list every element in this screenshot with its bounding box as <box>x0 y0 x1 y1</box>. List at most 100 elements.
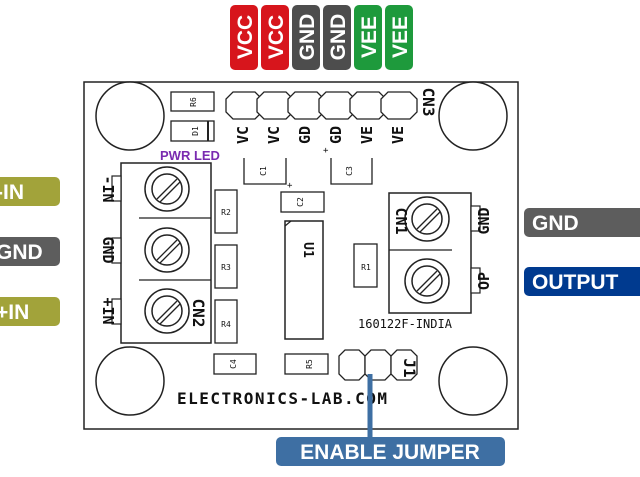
r4-label: R4 <box>221 320 231 329</box>
cn2-screw-3-icon <box>144 288 190 334</box>
cn2-tab-2 <box>111 237 122 264</box>
top-label-vcc-2-text: VCC <box>265 15 288 59</box>
cn1-tab-1 <box>470 205 481 232</box>
cn1-screw-2-icon <box>404 258 450 304</box>
j1-pin-3 <box>390 349 418 381</box>
c2-outline <box>280 191 325 213</box>
c1-plus-mark: + <box>287 181 293 191</box>
r5-outline <box>284 353 329 375</box>
top-label-gnd-1-bg <box>292 5 320 70</box>
u1-label: U1 <box>300 242 315 258</box>
cn2-screw-1-icon <box>144 166 190 212</box>
cn3-pin-6-label: VE <box>389 126 407 144</box>
left-label-minus-in: -IN <box>0 177 60 206</box>
cn1-pin-gnd-label: GND <box>475 207 493 234</box>
cn1-terminal-block: CN1 GND OP <box>388 192 493 314</box>
pwr-led-label: PWR LED <box>160 148 220 163</box>
left-label-plus-in: +IN <box>0 297 60 326</box>
j1-pin-2 <box>364 349 392 381</box>
right-label-output-text: OUTPUT <box>532 271 619 294</box>
r5-label: R5 <box>305 359 314 369</box>
right-label-gnd-bg <box>524 208 640 237</box>
cn2-pin-gnd-label: GND <box>99 236 117 263</box>
enable-jumper-label-bg <box>276 437 505 466</box>
r1-outline <box>353 243 378 288</box>
cn2-screw-2-icon <box>144 227 190 273</box>
cn2-tab-1 <box>111 175 122 202</box>
top-label-gnd-2-text: GND <box>327 14 350 61</box>
cn3-pin-4-label: GD <box>327 126 345 144</box>
mounting-hole-top-left <box>95 81 165 151</box>
left-label-minus-in-text: -IN <box>0 181 24 204</box>
j1-jumper: J1 <box>338 349 419 381</box>
left-label-gnd: GND <box>0 237 60 266</box>
cn3-pin-2-label: VC <box>265 126 283 144</box>
j1-label: J1 <box>400 358 419 377</box>
r3-label: R3 <box>221 263 231 272</box>
mounting-hole-top-right <box>438 81 508 151</box>
top-label-vee-2: VEE <box>385 5 413 70</box>
mounting-hole-bottom-right <box>438 346 508 416</box>
c3-plus-mark: + <box>323 146 329 156</box>
c2-label: C2 <box>296 197 305 207</box>
left-label-plus-in-text: +IN <box>0 301 29 324</box>
r2-label: R2 <box>221 208 231 217</box>
top-label-gnd-2: GND <box>323 5 351 70</box>
r1-label: R1 <box>361 263 371 272</box>
cn3-pin-4 <box>318 91 356 120</box>
c1-label: C1 <box>259 166 268 176</box>
cn1-tab-2 <box>470 267 481 294</box>
top-label-vee-1: VEE <box>354 5 382 70</box>
top-label-gnd-1: GND <box>292 5 320 70</box>
r3-resistor: R3 <box>214 244 238 289</box>
top-header-labels: VCC VCC GND GND VEE VEE <box>230 5 413 70</box>
c1-capacitor: C1 + <box>243 158 293 191</box>
top-label-gnd-1-text: GND <box>296 14 319 61</box>
r5-resistor: R5 <box>284 353 329 375</box>
top-label-vcc-1: VCC <box>230 5 258 70</box>
r6-outline <box>170 91 215 112</box>
cn3-pin-1-label: VC <box>234 126 252 144</box>
top-label-vcc-2-bg <box>261 5 289 70</box>
c3-label: C3 <box>345 166 354 176</box>
c2-capacitor: C2 <box>280 191 325 213</box>
top-label-vcc-1-bg <box>230 5 258 70</box>
top-label-vee-2-text: VEE <box>389 16 412 58</box>
cn1-pin-op-label: OP <box>475 272 493 290</box>
cn2-terminal-block: -IN GND +IN CN2 <box>99 162 212 344</box>
left-label-minus-in-bg <box>0 177 60 206</box>
u1-pin1-mark <box>284 220 292 227</box>
left-labels: -IN GND +IN <box>0 177 60 326</box>
top-label-vcc-1-text: VCC <box>234 15 257 59</box>
left-label-gnd-text: GND <box>0 241 43 264</box>
cn3-pin-6 <box>380 91 418 120</box>
top-label-gnd-2-bg <box>323 5 351 70</box>
r6-label: R6 <box>189 97 198 107</box>
left-label-gnd-bg <box>0 237 60 266</box>
cn3-label: CN3 <box>419 88 438 117</box>
right-labels: GND OUTPUT <box>524 208 640 296</box>
c3-capacitor: C3 + <box>323 146 373 185</box>
cn3-pin-3 <box>287 91 325 120</box>
c4-capacitor: C4 <box>213 353 257 375</box>
u1-outline <box>284 220 324 340</box>
c4-label: C4 <box>229 359 238 369</box>
board-code: 160122F-INDIA <box>358 317 453 331</box>
cn3-pin-5-label: VE <box>358 126 376 144</box>
pcb-board: R6 D1 PWR LED CN3 VC VC GD GD VE VE <box>83 81 519 430</box>
cn3-pin-3-label: GD <box>296 126 314 144</box>
c4-outline <box>213 353 257 375</box>
cn2-pin-plus-in-label: +IN <box>99 297 117 324</box>
top-label-vee-2-bg <box>385 5 413 70</box>
top-label-vee-1-bg <box>354 5 382 70</box>
r3-outline <box>214 244 238 289</box>
cn2-label: CN2 <box>189 299 208 328</box>
r6-resistor: R6 <box>170 91 215 112</box>
r4-resistor: R4 <box>214 299 238 344</box>
d1-label: D1 <box>191 126 200 136</box>
cn3-pin-1 <box>225 91 263 120</box>
right-label-output: OUTPUT <box>524 267 640 296</box>
j1-pin-1 <box>338 349 366 381</box>
r4-outline <box>214 299 238 344</box>
